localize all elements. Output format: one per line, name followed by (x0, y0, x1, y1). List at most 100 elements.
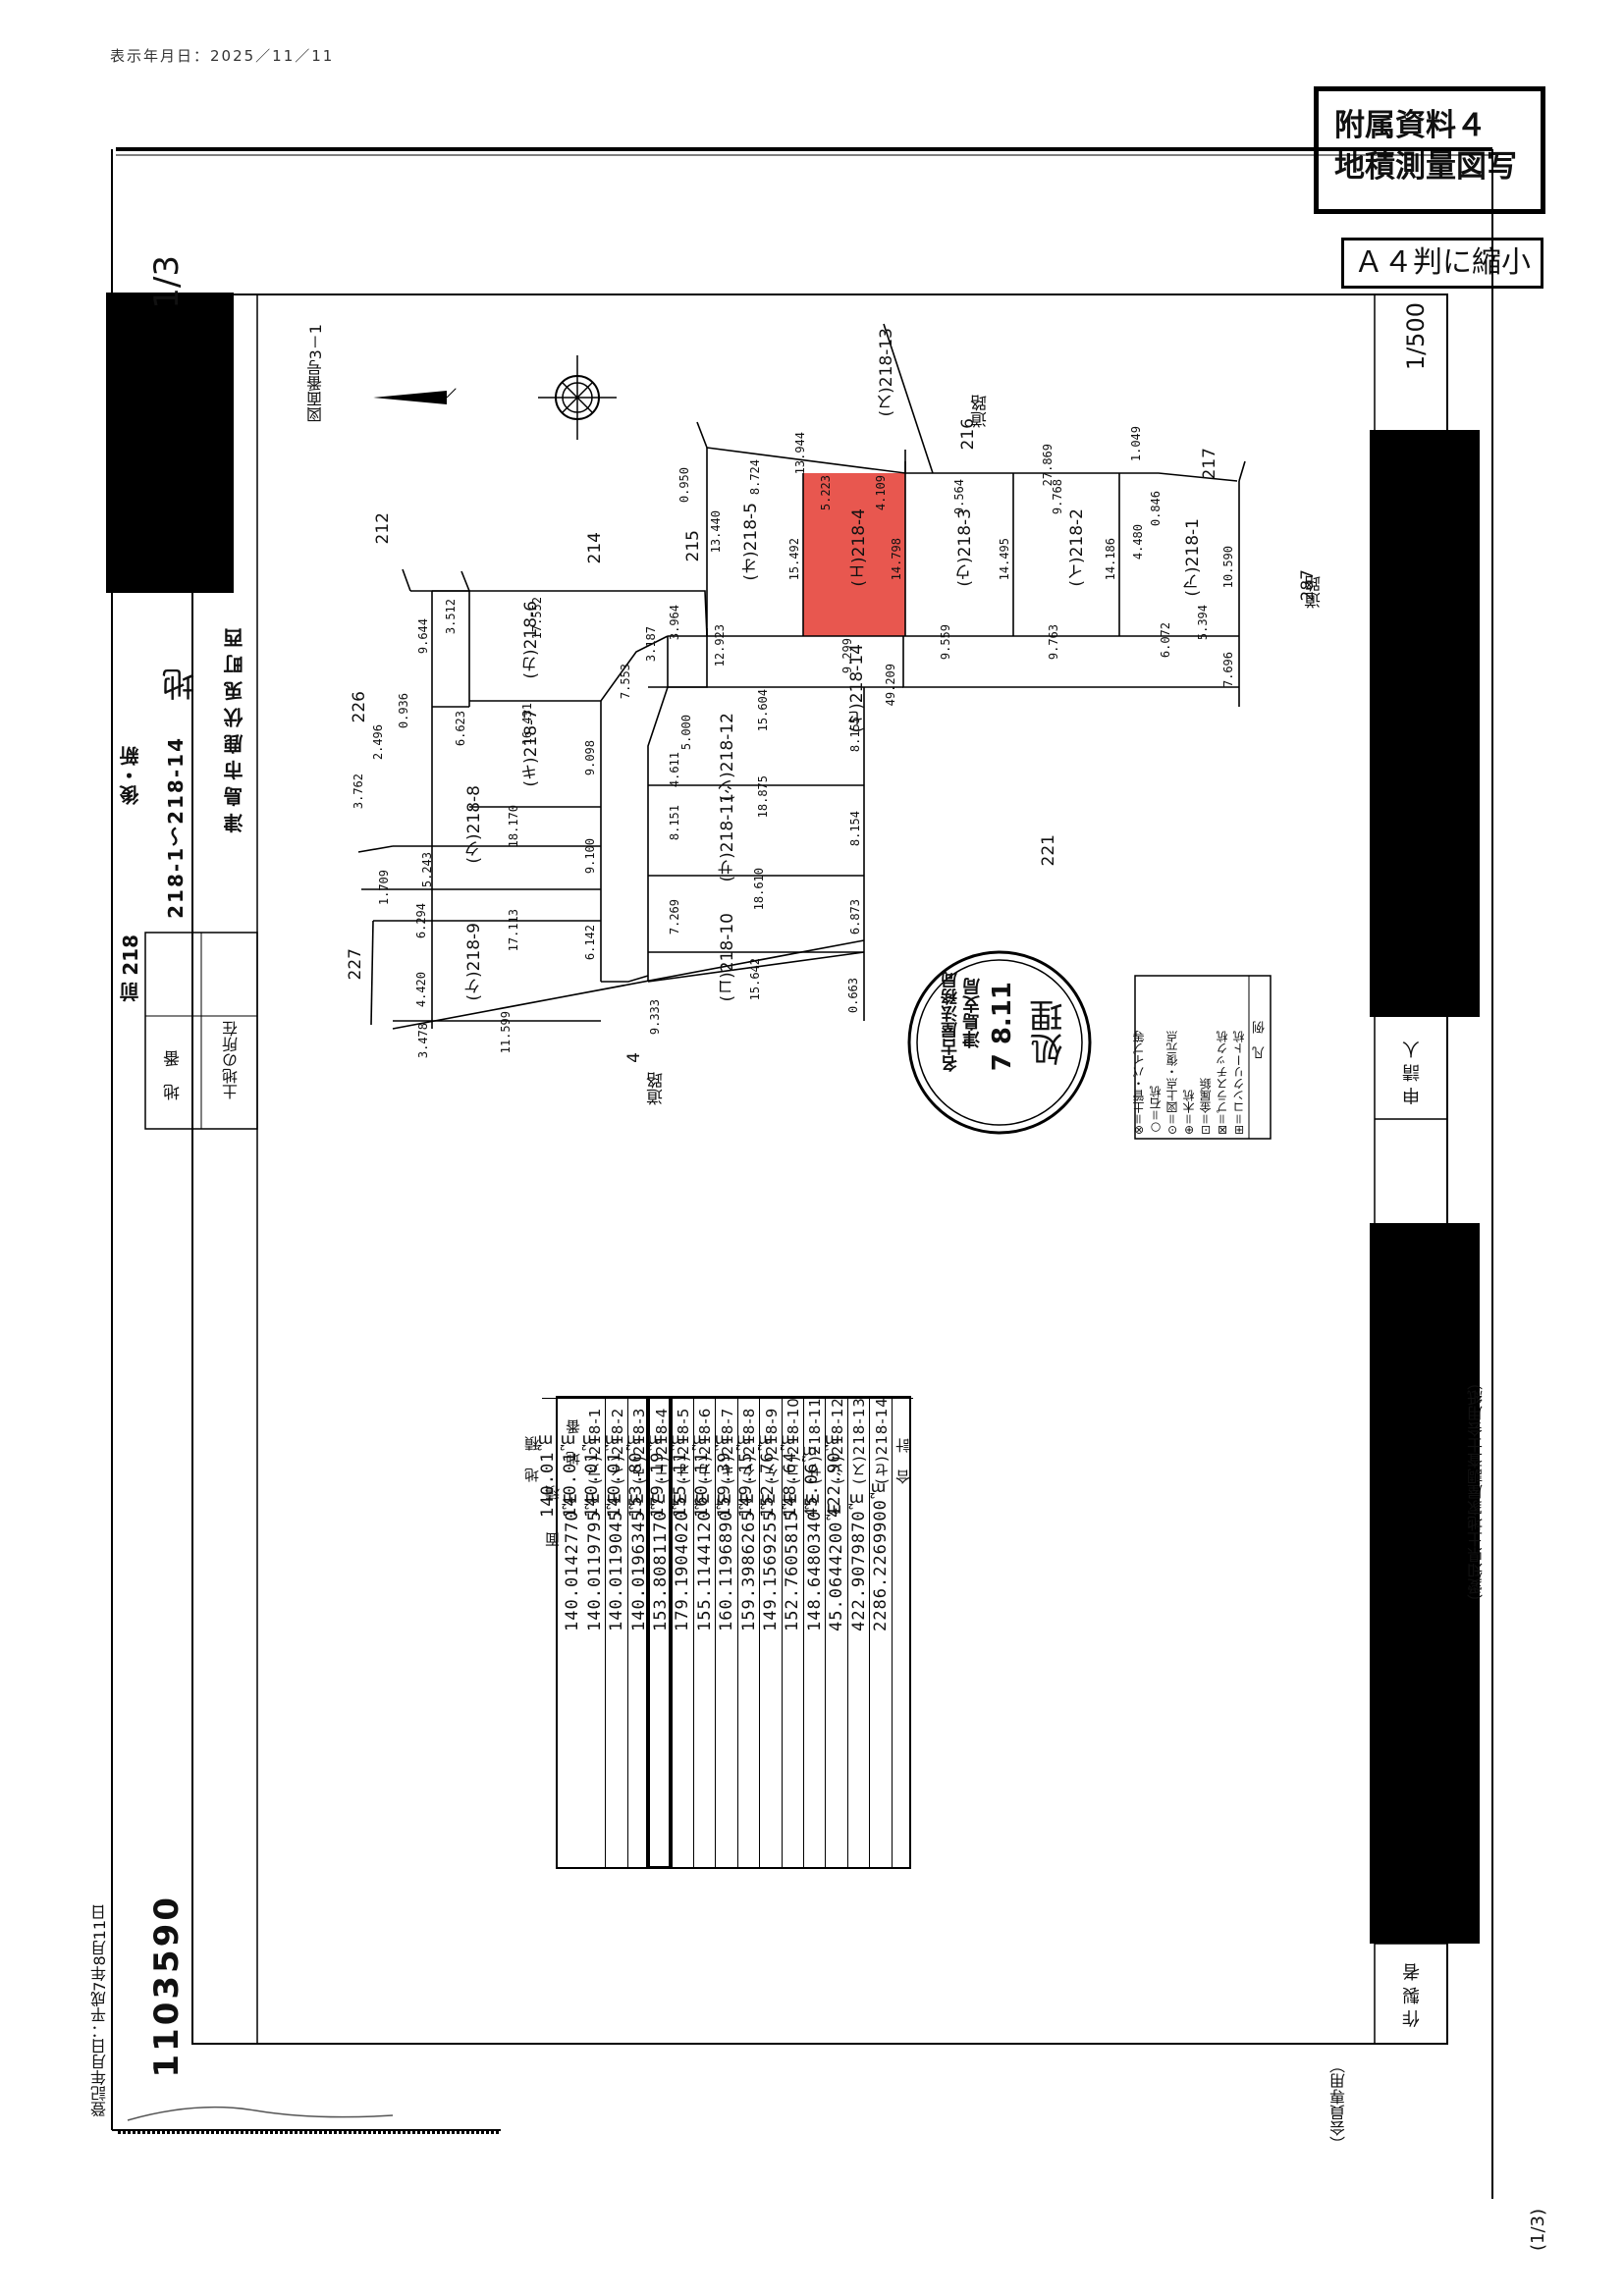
redaction-right-top (1370, 430, 1480, 1017)
neighbor-label: 221 (1039, 834, 1058, 867)
parcel-label: (ス)218-13 (877, 328, 896, 417)
dimension: 9.768 (1051, 479, 1064, 515)
dimension: 4.611 (668, 752, 681, 788)
table-cell-land: 45.06㎡ (802, 1444, 823, 1518)
dimension: 8.155 (848, 717, 862, 753)
dimension: 15.604 (756, 689, 770, 732)
dimension: 5.223 (819, 475, 833, 511)
neighbor-label: 212 (373, 512, 393, 545)
dimension: 6.142 (583, 925, 597, 961)
dimension: 9.763 (1047, 624, 1060, 661)
parcel-lines (357, 323, 1246, 1030)
legend-item: ⊠＝プラスチック杭 (1216, 1030, 1229, 1135)
appendix-line1: 附属資料４ (1334, 108, 1487, 143)
registration-date: 登記年月日：平成7年8月11日 (90, 1904, 109, 2117)
dimension: 14.798 (890, 538, 903, 581)
location-label: 土地の所在 (222, 1021, 241, 1099)
dimension: 0.663 (846, 978, 860, 1014)
dimension: 18.170 (507, 805, 520, 848)
parcel-218-4-highlight (803, 473, 905, 636)
table-cell-land: 159.39㎡ (714, 1433, 734, 1518)
table-cell-land: 140.01㎡ (582, 1433, 603, 1518)
dimension: 9.564 (952, 479, 966, 515)
table-cell-area: 422.9079870㎡ (845, 1398, 871, 1645)
table-cell-land: 140.01㎡ (538, 1433, 559, 1518)
parcel-label: (オ)218-5 (741, 503, 761, 581)
map-ref: 図面番号3－1 (306, 324, 325, 423)
dimension: 4.480 (1131, 524, 1145, 561)
legend-item: ⊗＝土管・パイプ等 (1132, 1030, 1146, 1135)
after-label: 後・新 (119, 746, 142, 805)
stamp-line2: 津島支局 (962, 978, 983, 1048)
dimension: 12.923 (713, 624, 727, 667)
dimension: 2.496 (371, 724, 385, 761)
parcel-label: (イ)218-2 (1067, 508, 1087, 587)
legend-item: ○＝石杭 (1149, 1085, 1163, 1135)
neighbor-label: 4 (624, 1052, 644, 1063)
stamp (907, 950, 1092, 1135)
table-cell-area: 2286.2269900㎡ (867, 1398, 893, 1645)
dimension: 5.000 (679, 715, 693, 751)
dimension: 3.512 (444, 599, 458, 635)
dimension: 3.478 (416, 1023, 430, 1059)
scan-noise (127, 2106, 394, 2121)
neighbor-label: 217 (1200, 448, 1219, 480)
dimension: 1.709 (377, 870, 391, 906)
scale-label: 1/500 (1402, 302, 1430, 371)
dimension: 18.875 (756, 775, 770, 819)
dimension: 5.243 (420, 852, 434, 888)
member-use-label: （会員専用） (1329, 2057, 1348, 2152)
doc-number: 1103590 (147, 1895, 187, 2078)
legend-item: ⊞＝コンクリート杭 (1232, 1030, 1246, 1135)
table-cell-land: 152.76㎡ (758, 1433, 779, 1518)
dimension: 4.420 (414, 972, 428, 1008)
north-arrow (373, 355, 617, 440)
dimension: 17.552 (530, 597, 544, 640)
parcel-label: (コ)218-10 (718, 913, 737, 1002)
title-char-2: 積 (201, 593, 241, 626)
redaction-top-left (106, 293, 234, 593)
dimension: 0.936 (397, 693, 410, 729)
lot-value: 218-1～218-14 (164, 736, 188, 919)
dimension: 6.873 (848, 899, 862, 935)
dimension: 9.644 (416, 618, 430, 655)
dimension: 9.299 (840, 638, 854, 674)
parcel-label: (エ)218-4 (849, 508, 869, 587)
dimension: 5.394 (1196, 605, 1210, 641)
dimension: 8.154 (848, 811, 862, 847)
dimension: 3.187 (644, 626, 658, 663)
dimension: 9.333 (648, 999, 662, 1036)
applicant-label: 申 請 人 (1402, 1041, 1423, 1105)
legend-items: ⊞＝コンクリート杭 ⊠＝プラスチック杭 ⊡＝金属鋲 ⊕＝木杭 ⊙＝図上点・復元点… (1132, 982, 1247, 1135)
dimension: 9.098 (583, 740, 597, 776)
parcel-label: (ク)218-8 (464, 785, 484, 864)
parcel-label: (シ)218-12 (718, 713, 737, 802)
sheet-number: 1/3 (147, 255, 187, 309)
dimension: 15.492 (787, 538, 801, 581)
stamp-text: 処理 (1030, 999, 1069, 1066)
neighbor-label: 226 (350, 691, 369, 723)
lot-label: 地 番 (164, 1050, 184, 1100)
display-date: 表示年月日：2025／11／11 (110, 47, 335, 65)
road-label: 道路 (1305, 575, 1325, 609)
dimension: 11.599 (499, 1011, 513, 1054)
dimension: 8.724 (748, 459, 762, 496)
dimension: 9.100 (583, 838, 597, 875)
dimension: 13.440 (709, 510, 723, 554)
dimension: 13.944 (793, 432, 807, 475)
parcel-label: (サ)218-11 (718, 793, 737, 882)
reduce-note: Ａ４判に縮小 (1341, 238, 1543, 289)
neighbor-label: 215 (683, 530, 703, 562)
legend-item: ⊙＝図上点・復元点 (1165, 1030, 1179, 1135)
maker-label: 作 製 者 (1402, 1963, 1423, 2028)
dimension: 0.846 (1149, 491, 1163, 527)
